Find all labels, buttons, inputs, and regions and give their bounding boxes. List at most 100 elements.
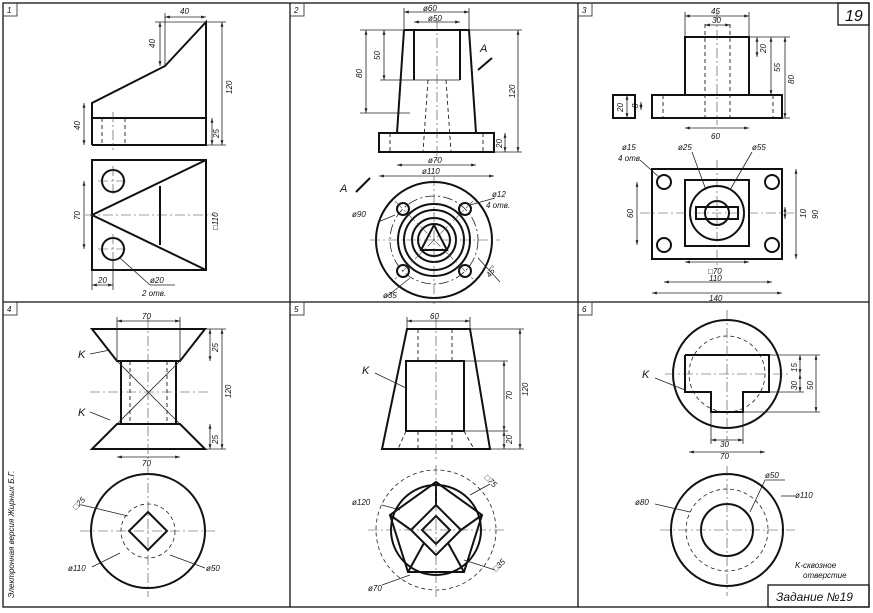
- dim-70-bottom-p4: 70: [142, 459, 151, 468]
- k-label-p6: K: [642, 369, 650, 381]
- dim-60-left-p3: 60: [626, 209, 635, 218]
- dim-d50-p6: ø50: [765, 471, 779, 480]
- dim-25-top-p4: 25: [211, 343, 220, 353]
- section-label-a-lower: A: [339, 183, 347, 195]
- dim-d120: ø120: [352, 498, 371, 507]
- panel-number-2: 2: [293, 6, 299, 15]
- note-through-hole-2: отверстие: [803, 571, 847, 580]
- panel-2-dimensions: [360, 8, 522, 299]
- dim-d110-p4: ø110: [68, 564, 86, 573]
- panel-4-dimensions: [81, 317, 226, 569]
- dim-25: 25: [212, 129, 221, 139]
- dim-45: 45: [711, 7, 720, 16]
- dim-sq35: □35: [491, 557, 507, 573]
- dim-d12: ø12: [492, 190, 506, 199]
- dim-d70-p5: ø70: [368, 584, 382, 593]
- dim-20-p2: 20: [495, 139, 504, 149]
- holes-note-1: 2 отв.: [141, 289, 166, 298]
- dim-25-bottom-p4: 25: [211, 435, 220, 445]
- panel-number-1: 1: [7, 6, 11, 15]
- dim-30-p3: 30: [712, 16, 721, 25]
- sheet-title: Задание №19: [776, 590, 853, 604]
- dim-70-p5: 70: [505, 391, 514, 400]
- panel-5-dimensions: [374, 317, 524, 586]
- panel-6-top-view: [660, 466, 795, 596]
- panel-1-dimensions: [82, 13, 226, 290]
- dim-d25: ø25: [678, 143, 692, 152]
- dim-80: 80: [355, 69, 364, 78]
- dim-d90: ø90: [352, 210, 366, 219]
- dim-120-p2: 120: [508, 84, 517, 98]
- panel-number-5: 5: [294, 305, 299, 314]
- dim-d60: ø60: [423, 4, 437, 13]
- k-label-lower: K: [78, 407, 86, 419]
- dim-d20: ø20: [150, 276, 164, 285]
- dim-d110: ø110: [422, 167, 440, 176]
- panel-number-3: 3: [582, 6, 587, 15]
- dim-sq70: □70: [708, 267, 722, 276]
- panel-2-top-view: [370, 176, 500, 304]
- sheet-number: 19: [845, 8, 863, 25]
- dim-d70: ø70: [428, 156, 442, 165]
- dim-70: 70: [73, 211, 82, 220]
- panel-5-front-view: [380, 318, 492, 460]
- dim-20-left-p3: 20: [616, 103, 625, 113]
- holes-note-3: 4 отв: [618, 154, 640, 163]
- panel-3-top-view: [640, 160, 795, 266]
- panel-1-front-view: [91, 19, 207, 150]
- dim-sq110: □110: [211, 212, 220, 230]
- dim-120-p5: 120: [521, 382, 530, 396]
- dim-110-p3: 110: [709, 274, 722, 283]
- panel-number-4: 4: [7, 305, 12, 314]
- dim-20-p5: 20: [505, 435, 514, 445]
- dim-80-p3: 80: [787, 75, 796, 84]
- dim-60-p5: 60: [430, 312, 439, 321]
- dim-d110-p6: ø110: [795, 491, 813, 500]
- dim-30-p6: 30: [790, 381, 799, 390]
- panel-number-6: 6: [582, 305, 587, 314]
- dim-55: 55: [773, 63, 782, 72]
- dim-15: 15: [790, 363, 799, 372]
- dim-10: 10: [799, 209, 808, 218]
- dim-40-top: 40: [180, 7, 189, 16]
- panel-6-front-view: [665, 310, 790, 440]
- section-label-a-upper: A: [479, 43, 487, 55]
- dim-60-p3: 60: [711, 132, 720, 141]
- dim-120-p4: 120: [224, 384, 233, 398]
- k-label-upper: K: [78, 349, 86, 361]
- dim-d15: ø15: [622, 143, 636, 152]
- side-note: Электронная версия Жирных Б.Г.: [7, 471, 16, 598]
- dim-8: 8: [631, 103, 640, 108]
- panel-4-top-view: [80, 465, 215, 597]
- dim-90-p3: 90: [811, 210, 820, 219]
- panel-2-front-view: [355, 20, 495, 193]
- panel-1-top-view: [85, 159, 215, 271]
- dim-40-mid: 40: [148, 39, 157, 48]
- dim-20-p3: 20: [759, 44, 768, 54]
- panel-5-top-view: [368, 465, 505, 597]
- dim-120: 120: [225, 80, 234, 94]
- dim-d55: ø55: [752, 143, 766, 152]
- dim-20: 20: [97, 276, 107, 285]
- dim-50-p6: 50: [806, 381, 815, 390]
- dim-d50-p4: ø50: [206, 564, 220, 573]
- panel-6-dimensions: [654, 354, 820, 513]
- dim-d50: ø50: [428, 14, 442, 23]
- dim-40-left: 40: [73, 121, 82, 130]
- dim-d35: ø35: [383, 291, 397, 300]
- panel-4-front-view: [89, 318, 210, 460]
- dim-70-top-p4: 70: [142, 312, 151, 321]
- panel-3-dimensions: [625, 12, 798, 295]
- dim-sq25: □25: [71, 495, 87, 511]
- panel-3-front-view: [612, 12, 783, 125]
- dim-70-p6: 70: [720, 452, 729, 461]
- note-through-hole-1: K-сквозное: [795, 561, 837, 570]
- dim-30-bottom-p6: 30: [720, 440, 729, 449]
- dim-d80: ø80: [635, 498, 649, 507]
- k-label-p5: K: [362, 365, 370, 377]
- dim-50: 50: [373, 51, 382, 60]
- holes-note-2: 4 отв.: [486, 201, 510, 210]
- dim-140: 140: [709, 294, 723, 303]
